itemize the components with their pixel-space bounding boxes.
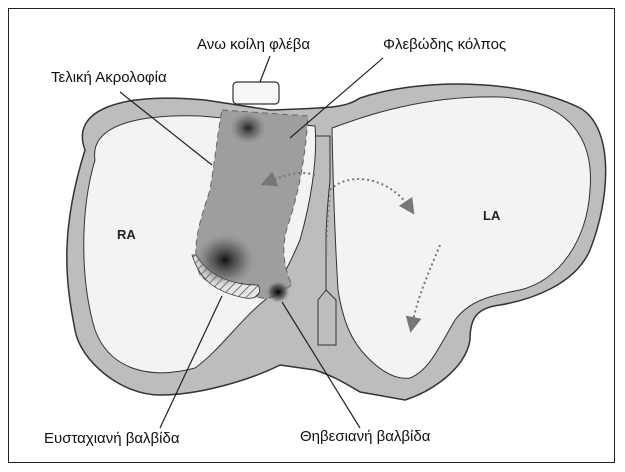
svc-ostium-shadow [230,112,266,144]
ivc-ostium-shadow [193,232,257,288]
label-thebesian-valve: Θηβεσιανή βαλβίδα [300,428,430,445]
label-crista-terminalis: Τελική Ακρολοφία [51,69,167,86]
label-right-atrium: RA [117,227,136,242]
label-sinus-venosus: Φλεβώδης κόλπος [383,36,506,53]
label-left-atrium: LA [483,208,500,223]
label-eustachian-valve: Ευσταχιανή βαλβίδα [44,430,180,447]
leader-svc [260,56,270,82]
label-superior-vena-cava: Ανω κοίλη φλέβα [197,36,310,53]
svc-stub [233,82,279,104]
coronary-sinus-ostium [266,281,290,303]
